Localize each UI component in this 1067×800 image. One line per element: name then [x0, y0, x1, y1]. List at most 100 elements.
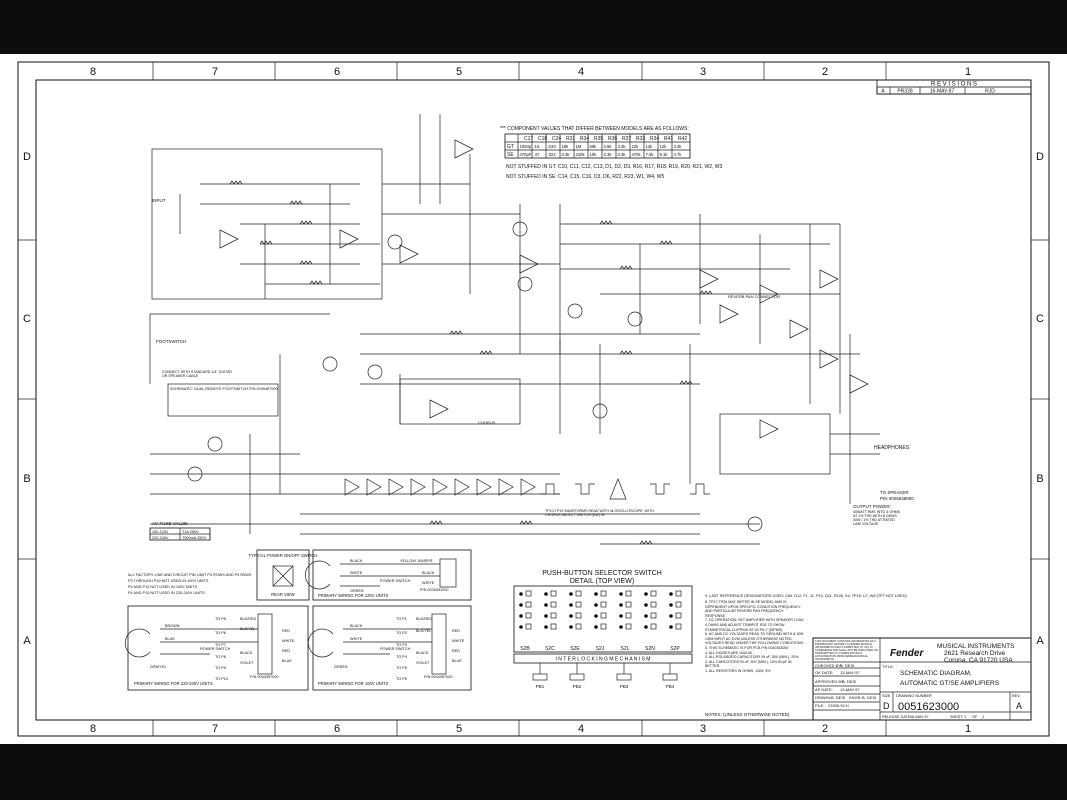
switch-pin — [644, 592, 648, 596]
company-address2: Corona, CA 91720 USA — [944, 657, 1013, 664]
ok-date-label: OK DATE: — [815, 670, 833, 675]
switch-contact — [550, 612, 557, 619]
transistor-symbol — [567, 303, 583, 319]
switch-contact — [625, 590, 632, 597]
approved-by-label: APPROVED BY: — [815, 679, 845, 684]
waveform-trace — [575, 483, 595, 495]
wire-label: BLACK — [350, 624, 363, 628]
resistor-symbol — [259, 240, 273, 245]
wire-label: BROWN — [165, 624, 180, 628]
transistor-symbol — [207, 436, 223, 452]
wiring-230-caption: PRIMARY WIRING FOR 220-240V UNITS — [134, 681, 213, 686]
resistor-symbol — [429, 520, 443, 525]
cv-col: R37 — [622, 136, 631, 142]
wire-label: BLK/YEL — [416, 629, 431, 633]
col-label-top: 6 — [334, 66, 340, 78]
schematic-drawing: 8 7 6 5 4 3 2 1 8 7 6 5 4 3 2 1 D C B A … — [17, 61, 1050, 737]
buffer-symbol — [476, 478, 492, 496]
revision-date: 16-MAY-97 — [930, 89, 955, 95]
tap-label: TO P5 — [396, 666, 407, 670]
switch-contact — [600, 601, 607, 608]
switch-pin — [644, 614, 648, 618]
row-label-left: D — [23, 151, 31, 163]
pb-column-label: S2L — [621, 646, 630, 652]
col-label-top: 4 — [578, 66, 584, 78]
size-label: SIZE — [882, 694, 891, 698]
note-line: 3. ALL POLARIZED CAPACITORS IN uF, 50V (… — [705, 655, 799, 660]
buffer-symbol — [344, 478, 360, 496]
cv-value: 7.5k — [646, 152, 655, 157]
note-line: 1. ALL RESISTORS IN OHMS, 1/4W, 5% — [705, 668, 771, 673]
switch-pin — [669, 603, 673, 607]
pb-column-label: S2E — [570, 646, 580, 652]
part-number: P/N 0044397000 — [424, 675, 453, 679]
title-block: THIS DOCUMENT CONTAINS INFORMATION OF A … — [812, 637, 1032, 721]
opamp-symbol — [399, 244, 419, 264]
fuse-cell: T500mA 250V — [182, 536, 207, 540]
col-label-bottom: 3 — [700, 723, 706, 735]
wiring-120-caption: PRIMARY WIRING FOR 120V UNITS — [318, 593, 389, 598]
switch-contact — [675, 590, 682, 597]
cv-value: 220k — [576, 152, 586, 157]
wiring-120v-diagram: BLACK WHITE GREEN YELLOW JUMPER BLACK WH… — [304, 549, 472, 601]
switch-contact — [625, 612, 632, 619]
drawing-title-line1: SCHEMATIC DIAGRAM, — [900, 670, 972, 677]
ap-date-label: AP DATE: — [815, 687, 833, 692]
opamp-group — [219, 139, 869, 496]
tap-label: TO P6 — [396, 677, 407, 681]
pb-column-label: S2J — [596, 646, 605, 652]
push-button-label: PB3 — [620, 684, 629, 689]
checked-by-label: CHECKED BY: — [815, 663, 842, 668]
wire-label: RED — [282, 649, 290, 653]
pb-column-label: S2C — [545, 646, 555, 652]
rev-value: A — [1016, 701, 1022, 711]
push-button-switch: PUSH-BUTTON SELECTOR SWITCH DETAIL (TOP … — [513, 570, 693, 689]
switch-pin — [619, 625, 623, 629]
confidential-wrap: THIS DOCUMENT CONTAINS INFORMATION OF A … — [815, 640, 878, 661]
switch-contact — [600, 623, 607, 630]
resistor-symbol — [519, 520, 533, 525]
wire-label: GREEN — [334, 665, 348, 669]
wire-label: RED — [452, 629, 460, 633]
fuse-value-label: AC FUSE VALUE: — [152, 521, 188, 526]
cv-col: R41 — [664, 136, 673, 142]
cv-col: R31 — [566, 136, 575, 142]
switch-pin — [519, 625, 523, 629]
col-label-top: 1 — [965, 66, 971, 78]
col-label-bottom: 4 — [578, 723, 584, 735]
speaker-pn: P/N 0026636000 — [880, 496, 914, 501]
opamp-symbol — [759, 419, 779, 439]
engineer-label: ENGR: — [849, 695, 862, 700]
buffer-symbol — [520, 478, 536, 496]
sheet-count: 1 — [982, 715, 984, 719]
rev-label: REV. — [1012, 694, 1021, 698]
of-label: OF — [972, 715, 978, 719]
wire-label: WHITE — [452, 639, 465, 643]
wire-label: BLUE — [452, 659, 462, 663]
waveform-note: TP10-TP19 WAVEFORMS READ WITH 4k OSCILLO… — [545, 509, 654, 517]
sheet-label: SHEET: — [950, 715, 963, 719]
file-name: 23395.SCH — [828, 703, 849, 708]
transistor-group — [187, 221, 763, 532]
switch-pin — [594, 603, 598, 607]
revision-ecn: PR328 — [897, 89, 913, 95]
power-switch-diagram: TYPICAL POWER ON/OFF SWITCH REAR VIEW — [249, 549, 318, 601]
switch-contact — [525, 623, 532, 630]
drawn-by-label: DRAWN: — [815, 695, 831, 700]
opamp-symbol — [789, 319, 809, 339]
approved-by: B. DESI — [842, 679, 856, 684]
switch-contact — [550, 590, 557, 597]
switch-pin — [569, 625, 573, 629]
tap-label: TO P5 — [215, 617, 226, 621]
buffer-symbol — [432, 478, 448, 496]
notes-wrap: 8. TP17-TP26 MAY DIFFER IN SE MODEL AND … — [705, 600, 804, 673]
notes-block: 9. LAST REFERENCE DESIGNATORS USED: C84,… — [705, 594, 907, 717]
switch-contact — [525, 601, 532, 608]
tap-label: TO P6 — [215, 631, 226, 635]
release-date-label: RELEASE DATE: — [882, 715, 911, 719]
factory-note: ALL FACTORY LINE AND CIRCUIT PIN LIMIT P… — [128, 573, 252, 577]
col-label-bottom: 8 — [90, 723, 96, 735]
resistor-group — [229, 180, 713, 545]
switch-pin — [594, 625, 598, 629]
power-switch-title: TYPICAL POWER ON/OFF SWITCH — [249, 553, 318, 558]
